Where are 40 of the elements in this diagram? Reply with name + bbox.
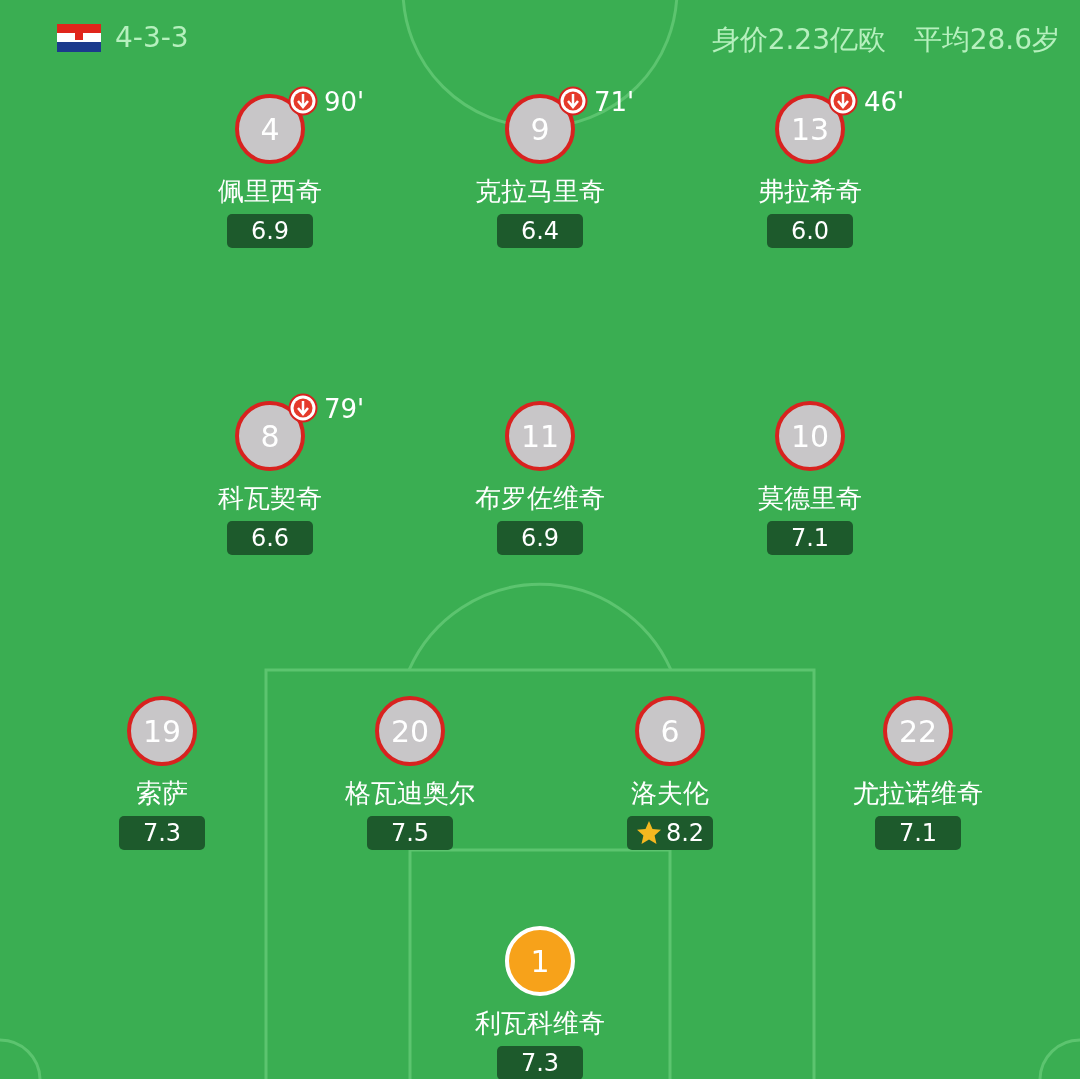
player-name: 格瓦迪奥尔 (345, 777, 475, 810)
rating-badge: 7.3 (119, 816, 205, 850)
rating-badge: 6.6 (227, 521, 313, 555)
player-name: 索萨 (136, 777, 188, 810)
rating-badge: 7.5 (367, 816, 453, 850)
player-name: 弗拉希奇 (758, 175, 862, 208)
player-name: 莫德里奇 (758, 482, 862, 515)
player-number-circle: 11 (505, 401, 575, 471)
player-number-circle: 22 (883, 696, 953, 766)
substitution-minute: 71' (594, 87, 635, 117)
player-number-circle: 10 (775, 401, 845, 471)
player-name: 克拉马里奇 (475, 175, 605, 208)
rating-badge: 6.9 (497, 521, 583, 555)
player-name: 科瓦契奇 (218, 482, 322, 515)
player-number-circle: 8 (235, 401, 305, 471)
rating-badge: 7.3 (497, 1046, 583, 1079)
player-number-circle: 1 (505, 926, 575, 996)
player-name: 佩里西奇 (218, 175, 322, 208)
substitution-minute: 46' (864, 87, 905, 117)
player-number-circle: 6 (635, 696, 705, 766)
player-name: 洛夫伦 (631, 777, 709, 810)
rating-badge: 6.0 (767, 214, 853, 248)
rating-badge: 7.1 (875, 816, 961, 850)
rating-badge: 7.1 (767, 521, 853, 555)
player-name: 布罗佐维奇 (475, 482, 605, 515)
player-name: 利瓦科维奇 (475, 1007, 605, 1040)
player-number-circle: 20 (375, 696, 445, 766)
substitution-minute: 79' (324, 394, 365, 424)
player-number-circle: 19 (127, 696, 197, 766)
player-number-circle: 4 (235, 94, 305, 164)
player-number-circle: 9 (505, 94, 575, 164)
player-number-circle: 13 (775, 94, 845, 164)
player-name: 尤拉诺维奇 (853, 777, 983, 810)
rating-value: 8.2 (665, 819, 705, 847)
substitution-minute: 90' (324, 87, 365, 117)
rating-badge: 6.4 (497, 214, 583, 248)
formation-label: 4-3-3 (115, 21, 189, 54)
rating-badge: 6.9 (227, 214, 313, 248)
team-stat-label: 身价2.23亿欧 (711, 22, 886, 58)
team-stat-label: 平均28.6岁 (913, 22, 1060, 58)
